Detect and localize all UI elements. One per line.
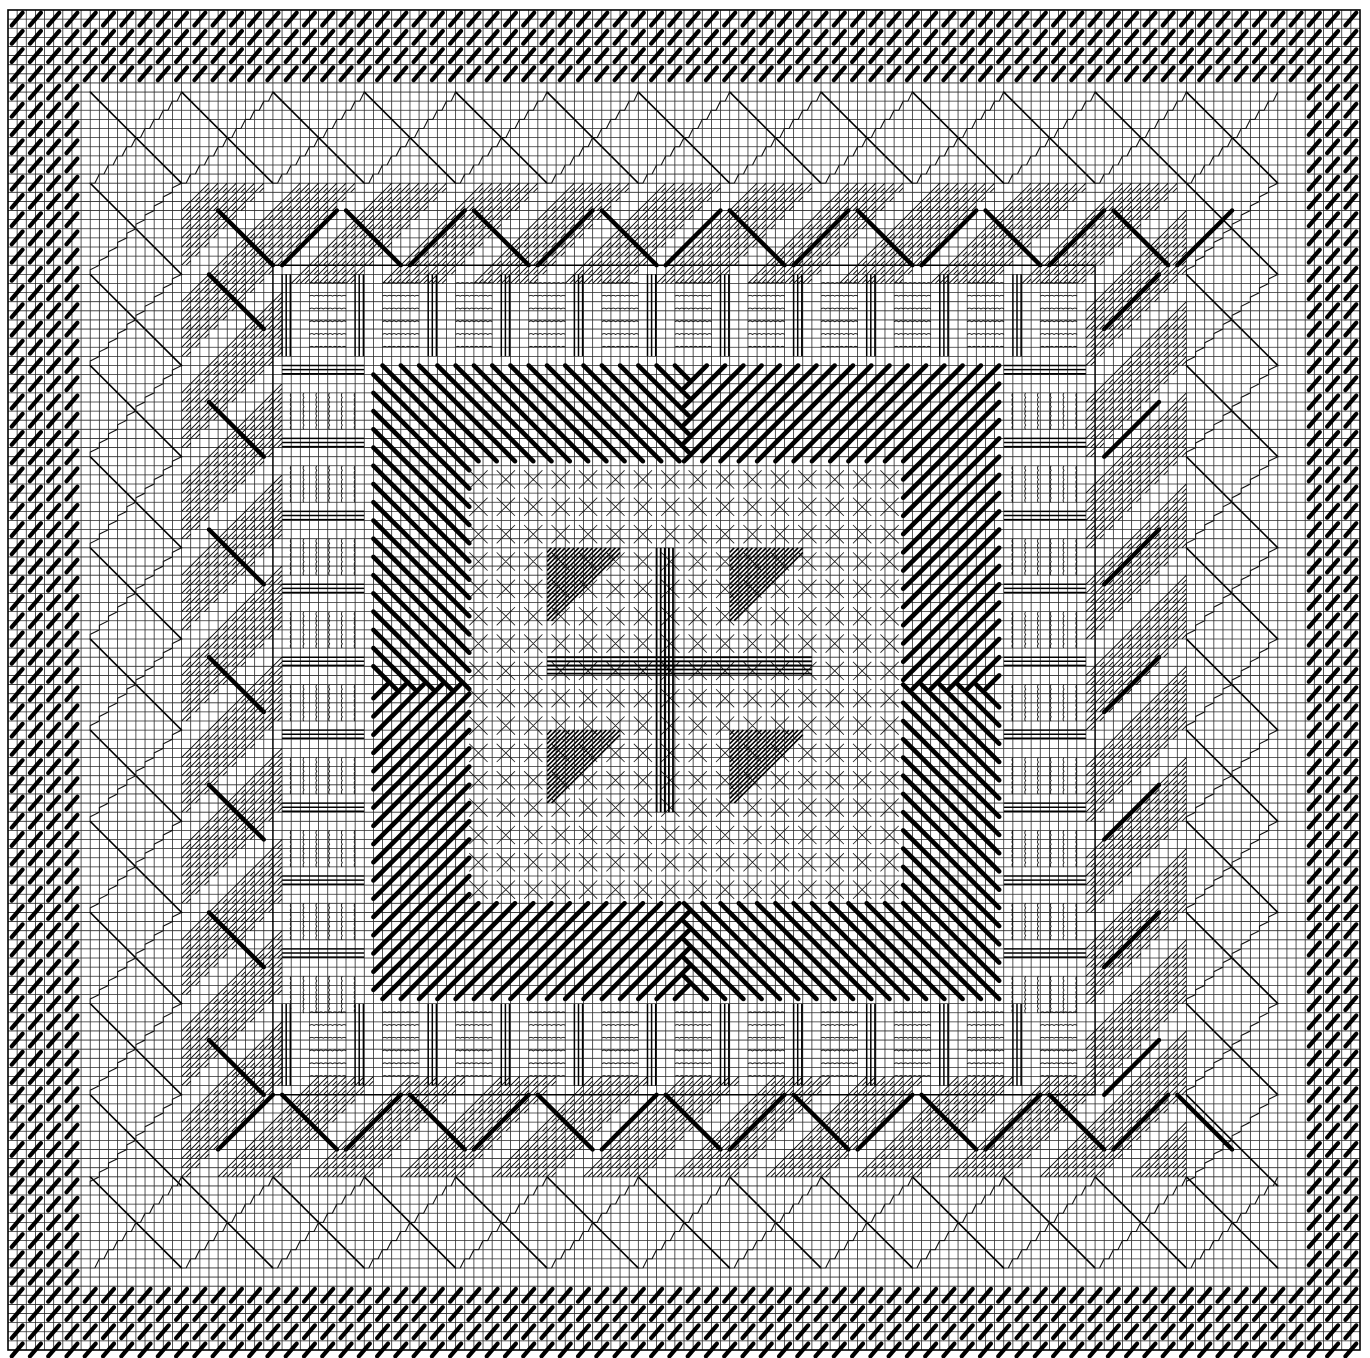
- stitch-chart: [0, 0, 1370, 1358]
- stitch-chart-svg: [0, 0, 1370, 1358]
